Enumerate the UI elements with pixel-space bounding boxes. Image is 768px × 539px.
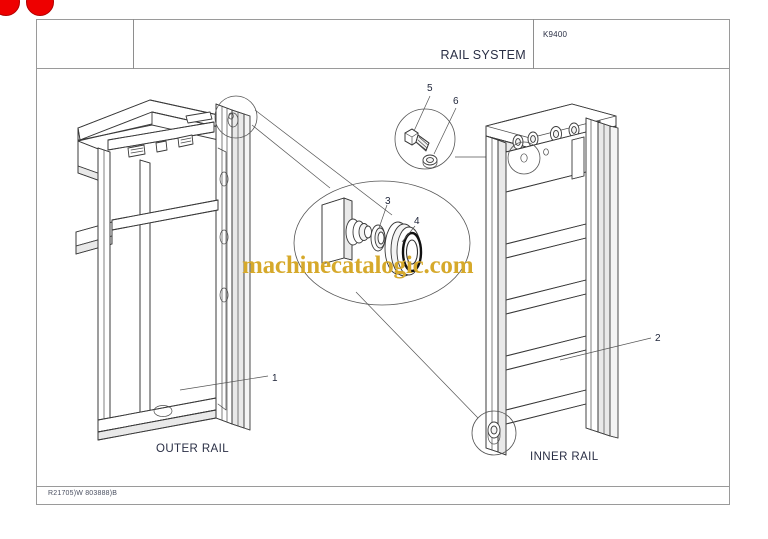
detail-view-roller-assembly bbox=[294, 181, 470, 305]
leader-line-callout-2 bbox=[560, 338, 651, 360]
title-block-column-divider bbox=[133, 19, 134, 69]
sheet-title: RAIL SYSTEM bbox=[440, 48, 526, 62]
sheet-code: K9400 bbox=[543, 30, 568, 39]
leader-line-bottom-detail bbox=[356, 292, 478, 418]
leader-line-top-detail bbox=[255, 110, 392, 215]
callout-number-1: 1 bbox=[272, 373, 278, 384]
detail-circle-top-outer bbox=[215, 96, 257, 138]
outer-rail-fasteners bbox=[128, 135, 193, 157]
callout-number-5: 5 bbox=[427, 83, 433, 94]
callout-number-6: 6 bbox=[453, 96, 459, 107]
callout-number-4: 4 bbox=[414, 216, 420, 227]
inner-rail-assembly bbox=[472, 104, 618, 455]
footer-code: R21705)W 803888)B bbox=[48, 490, 118, 497]
part-3-spacer-washer bbox=[371, 225, 385, 251]
leader-line-top-detail-2 bbox=[252, 125, 330, 188]
footer-divider bbox=[36, 486, 730, 487]
outer-rail-assembly bbox=[76, 96, 257, 440]
detail-view-bolt-nut bbox=[395, 96, 456, 169]
detail-circle-web-inner bbox=[508, 142, 540, 174]
callout-number-2: 2 bbox=[655, 333, 661, 344]
title-block-divider bbox=[36, 68, 730, 69]
inner-rail-caption: INNER RAIL bbox=[530, 451, 599, 463]
part-5-bolt bbox=[405, 129, 429, 151]
title-block-column-divider bbox=[533, 19, 534, 69]
drawing-sheet-frame bbox=[36, 19, 730, 505]
leader-line-callout-1 bbox=[180, 376, 268, 390]
part-4-roller-bearing bbox=[385, 222, 421, 276]
outer-rail-caption: OUTER RAIL bbox=[156, 443, 230, 455]
site-watermark: machinecatalogic.com bbox=[242, 252, 474, 279]
callout-number-3: 3 bbox=[385, 196, 391, 207]
detail-circle-bottom-inner bbox=[472, 411, 516, 455]
part-6-nut bbox=[423, 155, 437, 168]
